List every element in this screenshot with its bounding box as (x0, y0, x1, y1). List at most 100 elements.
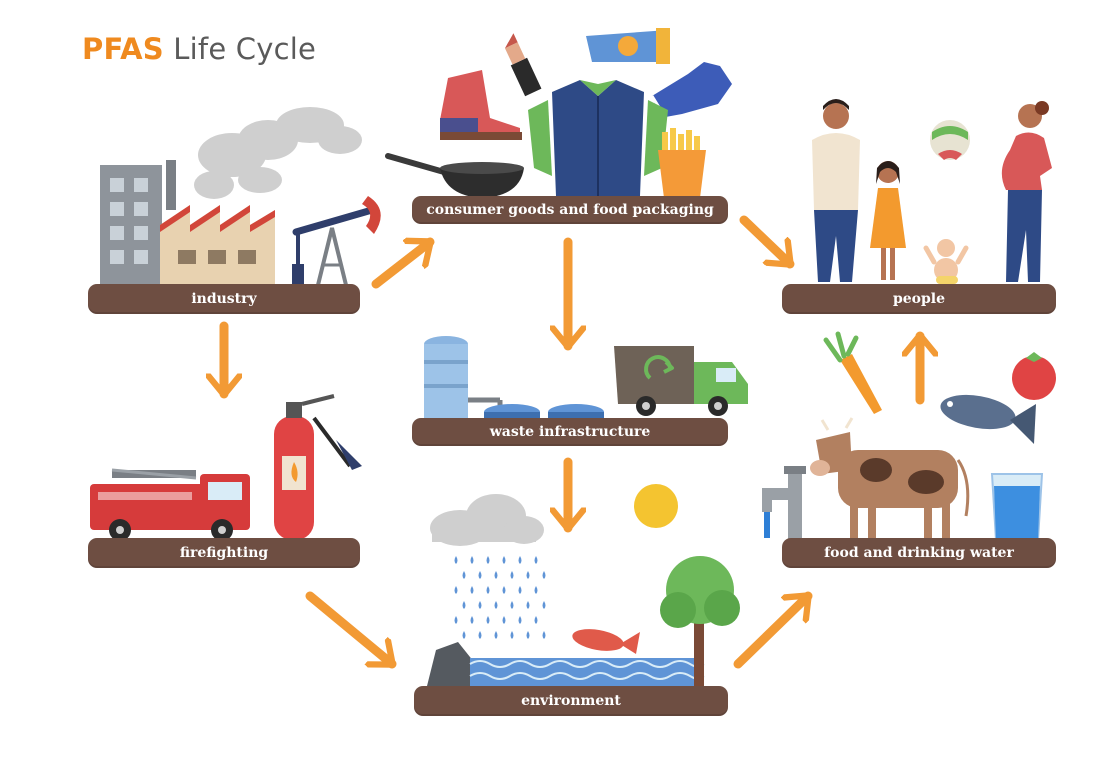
factory-icon (160, 205, 275, 285)
water-glass-icon (990, 473, 1044, 541)
rain-drop-icon (526, 631, 530, 639)
carrot-icon (823, 331, 882, 414)
rain-drop-icon (494, 631, 498, 639)
frying-pan-icon (385, 153, 524, 198)
title-part-life-cycle: Life Cycle (173, 32, 317, 66)
rain-drop-icon (510, 571, 514, 579)
node-firefighting: firefighting (88, 538, 360, 568)
node-label-environment: environment (521, 693, 621, 709)
pregnant-woman-icon (1001, 101, 1052, 282)
node-waste-infrastructure: waste infrastructure (412, 418, 728, 446)
water-waves-icon (469, 658, 705, 690)
treatment-tank-icon (484, 404, 604, 420)
water-tank-icon (424, 336, 503, 418)
rain-drop-icon (494, 571, 498, 579)
rain-drop-icon (462, 571, 466, 579)
rain-drop-icon (494, 601, 498, 609)
baby-icon (923, 239, 969, 284)
rain-drop-icon (542, 601, 546, 609)
title-part-pfas: PFAS (82, 32, 164, 66)
industry-illustration (100, 107, 381, 286)
girl-icon (870, 161, 906, 280)
food-water-illustration (762, 331, 1056, 541)
rain-drop-icon (454, 616, 458, 624)
rain-drop-icon (518, 616, 522, 624)
rain-drop-icon (454, 556, 458, 564)
man-icon (812, 99, 860, 282)
rain-drop-icon (502, 586, 506, 594)
rain-drop-icon (542, 571, 546, 579)
rain-drop-icon (478, 601, 482, 609)
rain-drop-icon (462, 601, 466, 609)
smoke-icon (194, 107, 362, 199)
node-food-and-drinking-water: food and drinking water (782, 538, 1056, 568)
node-label-waste-infrastructure: waste infrastructure (489, 424, 651, 440)
rain-drop-icon (470, 616, 474, 624)
lipstick-icon (504, 33, 542, 97)
oil-pump-icon (292, 196, 381, 286)
node-label-food-and-drinking-water: food and drinking water (824, 545, 1014, 561)
rain-drops-icon (454, 556, 546, 639)
rain-drop-icon (486, 616, 490, 624)
rain-drop-icon (470, 586, 474, 594)
faucet-icon (762, 466, 806, 540)
arrow-environment-to-food-water (733, 591, 813, 669)
rain-drop-icon (478, 631, 482, 639)
firefighting-illustration (90, 394, 362, 541)
jacket-icon (528, 80, 668, 196)
arrow-consumer-to-people (739, 215, 795, 269)
rain-drop-icon (502, 556, 506, 564)
chimney-icon (166, 160, 176, 210)
rain-drop-icon (526, 601, 530, 609)
rain-drop-icon (534, 556, 538, 564)
node-label-people: people (892, 291, 946, 307)
people-illustration (812, 99, 1052, 284)
waste-illustration (424, 336, 748, 420)
tomato-icon (1012, 352, 1056, 400)
rain-drop-icon (486, 586, 490, 594)
rain-drop-icon (478, 571, 482, 579)
node-consumer-goods: consumer goods and food packaging (412, 196, 728, 224)
fire-extinguisher-icon (274, 394, 362, 540)
rain-drop-icon (518, 556, 522, 564)
tree-icon (660, 556, 740, 690)
node-people: people (782, 284, 1056, 314)
page-title: PFAS Life Cycle (82, 32, 316, 66)
fries-icon (658, 128, 706, 198)
rain-drop-icon (526, 571, 530, 579)
rain-drop-icon (510, 631, 514, 639)
rain-drop-icon (542, 631, 546, 639)
recycle-icon (644, 355, 674, 380)
rain-drop-icon (534, 586, 538, 594)
rain-drop-icon (454, 586, 458, 594)
sunscreen-tube-icon (586, 28, 670, 64)
node-label-consumer-goods: consumer goods and food packaging (426, 202, 714, 218)
node-environment: environment (414, 686, 728, 716)
jumping-fish-icon (572, 629, 640, 654)
arrow-industry-to-consumer (371, 237, 435, 289)
fire-truck-icon (90, 468, 250, 541)
sun-icon (634, 484, 678, 528)
rain-drop-icon (510, 601, 514, 609)
rain-drop-icon (470, 556, 474, 564)
boot-icon (440, 70, 522, 140)
rain-drop-icon (534, 616, 538, 624)
consumer-goods-illustration (385, 28, 732, 198)
rain-drop-icon (486, 556, 490, 564)
rock-icon (426, 642, 480, 690)
garbage-truck-icon (614, 346, 748, 416)
ball-icon (930, 120, 970, 160)
environment-illustration (426, 484, 740, 690)
cow-icon (810, 417, 970, 538)
rain-drop-icon (518, 586, 522, 594)
rain-drop-icon (502, 616, 506, 624)
node-label-industry: industry (191, 291, 257, 307)
rain-drop-icon (462, 631, 466, 639)
cloud-icon (430, 494, 544, 546)
node-industry: industry (88, 284, 360, 314)
node-label-firefighting: firefighting (179, 545, 269, 561)
arrow-firefighting-to-environment (305, 591, 397, 669)
fish-icon (940, 394, 1036, 444)
